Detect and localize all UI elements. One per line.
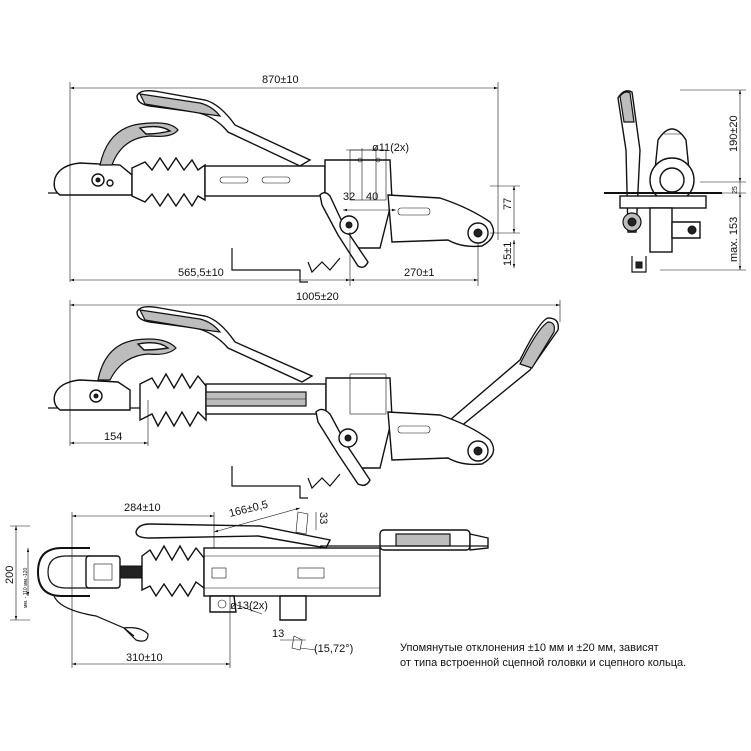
top-view-drawing [48, 82, 520, 286]
bottom-view-drawing [10, 507, 489, 668]
dim-hole-top: ø11(2x) [372, 142, 409, 154]
dim-154: 154 [104, 431, 122, 443]
dim-overall-length-top: 870±10 [262, 74, 299, 86]
dim-angle: (15,72°) [314, 643, 353, 655]
dim-13: 13 [272, 628, 284, 640]
dim-153: max. 153 [728, 217, 740, 262]
dim-270: 270±1 [404, 267, 435, 279]
deviation-note: Упомянутые отклонения ±10 мм и ±20 мм, з… [400, 641, 745, 671]
dim-32: 32 [343, 191, 355, 203]
dim-33: 33 [317, 512, 329, 524]
side-view-drawing [604, 89, 746, 273]
dim-190: 190±20 [728, 115, 740, 152]
note-line-2: от типа встроенной сцепной головки и сце… [400, 657, 687, 669]
dim-200: 200 [4, 566, 16, 584]
dim-565: 565,5±10 [178, 267, 224, 279]
dim-77: 77 [502, 198, 514, 210]
note-line-1: Упомянутые отклонения ±10 мм и ±20 мм, з… [400, 642, 659, 654]
dim-25: 25 [732, 186, 739, 194]
dim-310: 310±10 [126, 652, 163, 664]
dim-110-120: мм. - 110 мм.-120 [23, 567, 29, 608]
dim-284: 284±10 [124, 502, 161, 514]
middle-view-drawing [48, 300, 561, 499]
dim-overall-length-middle: 1005±20 [296, 291, 339, 303]
dim-166: 166±0,5 [228, 499, 269, 520]
dim-40: 40 [366, 191, 378, 203]
dim-hole-bottom: ø13(2x) [230, 600, 268, 612]
dim-15: 15±1 [502, 242, 514, 266]
